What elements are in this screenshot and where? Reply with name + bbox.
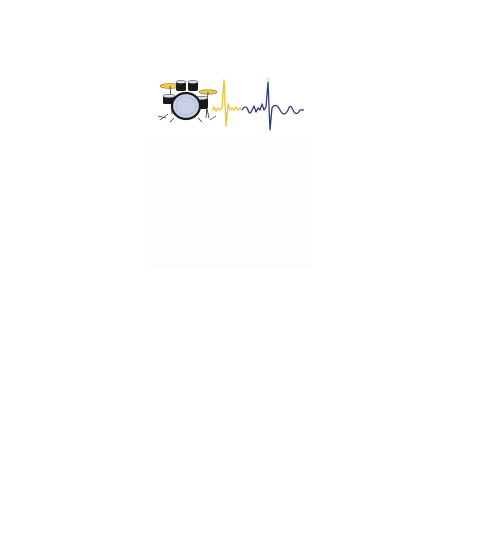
reflection-panel <box>150 136 312 268</box>
cymbal-right <box>198 89 218 119</box>
pulse-line-yellow <box>211 79 243 127</box>
pulse-line-blue <box>241 81 304 131</box>
bass-drum <box>169 91 203 123</box>
stand-legs <box>157 113 217 121</box>
drum-heartbeat-artwork <box>150 74 314 270</box>
tom-toms <box>175 80 199 91</box>
